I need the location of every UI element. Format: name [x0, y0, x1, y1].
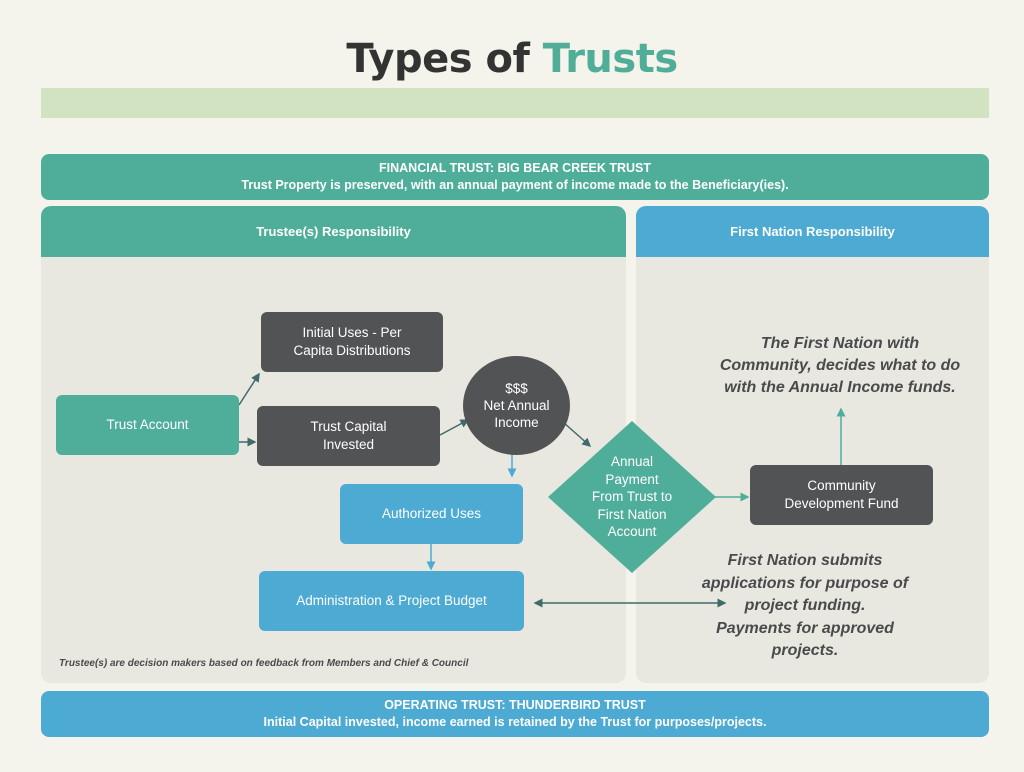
- net-annual-income-node: $$$ Net Annual Income: [463, 356, 570, 455]
- first-nation-panel-header: First Nation Responsibility: [636, 206, 989, 257]
- annual-payment-line1: Annual: [610, 454, 654, 470]
- authorized-uses-node: Authorized Uses: [340, 484, 523, 544]
- submits-note-line5: projects.: [771, 642, 839, 659]
- trust-capital-label-line2: Invested: [322, 437, 375, 452]
- submits-note-line4: Payments for approved: [716, 619, 894, 637]
- page-title: Types of Trusts: [0, 36, 1024, 82]
- financial-trust-banner: FINANCIAL TRUST: BIG BEAR CREEK TRUST Tr…: [41, 154, 989, 200]
- operating-trust-heading: OPERATING TRUST: THUNDERBIRD TRUST: [384, 698, 646, 712]
- initial-uses-label-line2: Capita Distributions: [293, 343, 411, 358]
- annual-payment-line3: From Trust to: [591, 489, 673, 505]
- annual-payment-label: Annual Payment From Trust to First Natio…: [560, 452, 704, 542]
- net-income-symbol: $$$: [505, 381, 528, 396]
- decides-note-line1: The First Nation with: [760, 335, 920, 352]
- submits-note-line2: applications for purpose of: [701, 574, 909, 592]
- community-fund-label-line1: Community: [807, 478, 876, 493]
- annual-payment-line4: First Nation: [597, 506, 667, 522]
- submits-note-line3: project funding.: [744, 597, 866, 614]
- title-prefix: Types of: [346, 36, 530, 82]
- trustee-panel-header: Trustee(s) Responsibility: [41, 206, 626, 257]
- first-nation-decides-note: The First Nation with Community, decides…: [700, 333, 980, 399]
- first-nation-submits-note: First Nation submits applications for pu…: [680, 550, 930, 663]
- admin-budget-label: Administration & Project Budget: [296, 593, 487, 608]
- admin-project-budget-node: Administration & Project Budget: [259, 571, 524, 631]
- trustee-footnote: Trustee(s) are decision makers based on …: [59, 658, 469, 669]
- initial-uses-node: Initial Uses - Per Capita Distributions: [261, 312, 443, 372]
- initial-uses-label-line1: Initial Uses - Per: [302, 325, 402, 340]
- net-income-label-line1: Net Annual: [483, 398, 550, 413]
- trust-capital-node: Trust Capital Invested: [257, 406, 440, 466]
- submits-note-line1: First Nation submits: [727, 552, 883, 569]
- net-income-label-line2: Income: [494, 415, 539, 430]
- operating-trust-description: Initial Capital invested, income earned …: [263, 715, 767, 729]
- annual-payment-line2: Payment: [605, 471, 659, 487]
- decides-note-line2: Community, decides what to do: [719, 357, 961, 374]
- trust-account-node: Trust Account: [56, 395, 239, 455]
- authorized-uses-label: Authorized Uses: [381, 506, 482, 521]
- title-underline-bar: [41, 88, 989, 118]
- decides-note-line3: with the Annual Income funds.: [724, 379, 956, 396]
- trust-capital-label-line1: Trust Capital: [310, 419, 387, 434]
- operating-trust-banner: OPERATING TRUST: THUNDERBIRD TRUST Initi…: [41, 691, 989, 737]
- financial-trust-heading: FINANCIAL TRUST: BIG BEAR CREEK TRUST: [379, 161, 651, 175]
- community-development-fund-node: Community Development Fund: [750, 465, 933, 525]
- trust-account-label: Trust Account: [106, 417, 189, 432]
- financial-trust-description: Trust Property is preserved, with an ann…: [241, 178, 789, 192]
- annual-payment-line5: Account: [607, 524, 657, 540]
- title-accent: Trusts: [542, 36, 678, 82]
- community-fund-label-line2: Development Fund: [784, 496, 899, 511]
